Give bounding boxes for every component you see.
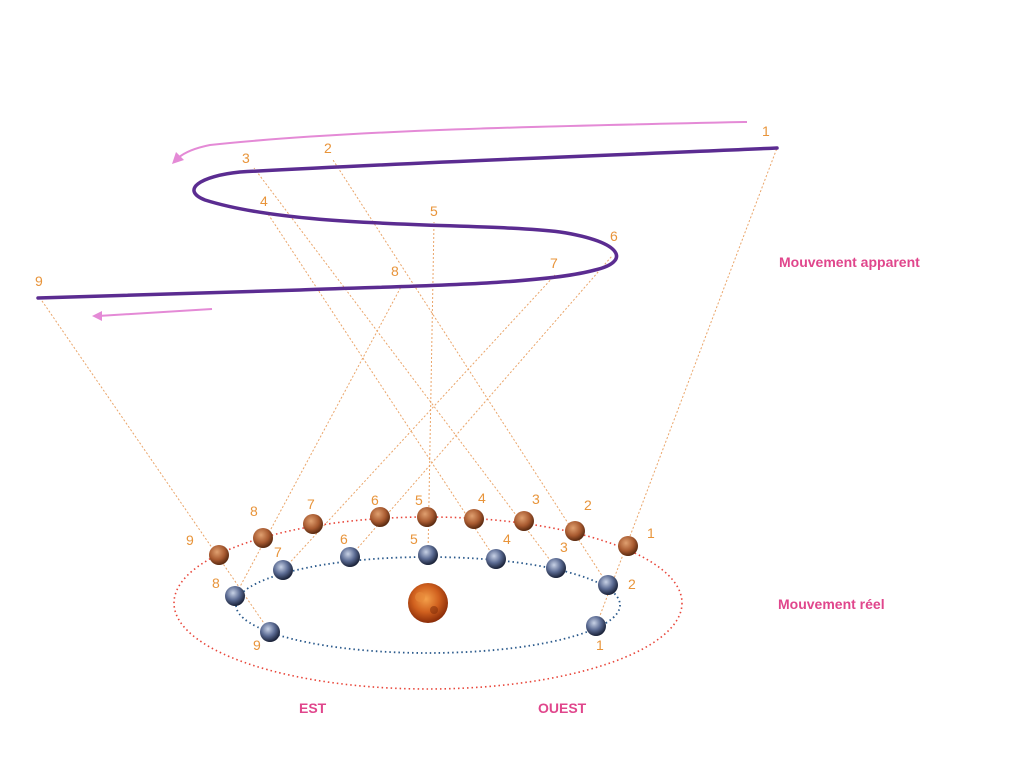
sun bbox=[408, 583, 448, 623]
east-label: EST bbox=[299, 700, 327, 716]
apparent-motion-caption: Mouvement apparent bbox=[779, 254, 920, 270]
sight-line-5 bbox=[427, 221, 435, 556]
sight-line-7 bbox=[282, 274, 556, 571]
apparent-label-5: 5 bbox=[430, 203, 438, 219]
mars-7 bbox=[303, 514, 323, 534]
mars-position-labels: 1 2 3 4 5 6 7 8 9 bbox=[186, 490, 655, 548]
apparent-label-4: 4 bbox=[260, 193, 268, 209]
earth-label-8: 8 bbox=[212, 575, 220, 591]
apparent-label-7: 7 bbox=[550, 255, 558, 271]
earth-label-5: 5 bbox=[410, 531, 418, 547]
apparent-motion-path bbox=[36, 146, 779, 300]
mars-3 bbox=[514, 511, 534, 531]
earth-label-4: 4 bbox=[503, 531, 511, 547]
earth-label-3: 3 bbox=[560, 539, 568, 555]
apparent-position-labels: 1 2 3 4 5 6 7 8 9 bbox=[35, 123, 770, 289]
mars-label-5: 5 bbox=[415, 492, 423, 508]
earth-position-labels: 1 2 3 4 5 6 7 8 9 bbox=[212, 531, 636, 653]
mars-5 bbox=[417, 507, 437, 527]
sight-line-9 bbox=[39, 297, 271, 633]
apparent-label-3: 3 bbox=[242, 150, 250, 166]
mars-positions bbox=[209, 507, 638, 565]
apparent-label-9: 9 bbox=[35, 273, 43, 289]
mars-2 bbox=[565, 521, 585, 541]
earth-8 bbox=[225, 586, 245, 606]
upper-arrowhead bbox=[172, 152, 184, 164]
mars-8 bbox=[253, 528, 273, 548]
earth-5 bbox=[418, 545, 438, 565]
lower-arrowhead bbox=[92, 311, 102, 321]
earth-2 bbox=[598, 575, 618, 595]
earth-7 bbox=[273, 560, 293, 580]
mars-orbit bbox=[173, 516, 683, 690]
real-motion-caption: Mouvement réel bbox=[778, 596, 885, 612]
mars-1 bbox=[618, 536, 638, 556]
apparent-direction-arrows bbox=[92, 121, 748, 321]
earth-1 bbox=[586, 616, 606, 636]
mars-label-8: 8 bbox=[250, 503, 258, 519]
mars-9 bbox=[209, 545, 229, 565]
mars-6 bbox=[370, 507, 390, 527]
earth-label-9: 9 bbox=[253, 637, 261, 653]
earth-label-6: 6 bbox=[340, 531, 348, 547]
upper-arrow bbox=[177, 121, 748, 159]
west-label: OUEST bbox=[538, 700, 587, 716]
mars-label-9: 9 bbox=[186, 532, 194, 548]
sight-lines bbox=[39, 147, 778, 633]
mars-label-3: 3 bbox=[532, 491, 540, 507]
apparent-label-6: 6 bbox=[610, 228, 618, 244]
earth-9 bbox=[260, 622, 280, 642]
mars-label-2: 2 bbox=[584, 497, 592, 513]
earth-label-7: 7 bbox=[274, 544, 282, 560]
sight-line-3 bbox=[253, 167, 557, 569]
apparent-label-2: 2 bbox=[324, 140, 332, 156]
sight-line-6 bbox=[349, 255, 613, 558]
earth-4 bbox=[486, 549, 506, 569]
lower-arrow bbox=[97, 308, 213, 317]
earth-3 bbox=[546, 558, 566, 578]
sight-line-8 bbox=[234, 284, 403, 597]
earth-positions bbox=[225, 545, 618, 642]
mars-label-4: 4 bbox=[478, 490, 486, 506]
mars-label-1: 1 bbox=[647, 525, 655, 541]
mars-label-6: 6 bbox=[371, 492, 379, 508]
apparent-label-8: 8 bbox=[391, 263, 399, 279]
earth-label-2: 2 bbox=[628, 576, 636, 592]
earth-6 bbox=[340, 547, 360, 567]
earth-label-1: 1 bbox=[596, 637, 604, 653]
mars-label-7: 7 bbox=[307, 496, 315, 512]
sight-line-2 bbox=[332, 159, 609, 586]
apparent-label-1: 1 bbox=[762, 123, 770, 139]
sight-line-4 bbox=[267, 213, 497, 561]
mars-4 bbox=[464, 509, 484, 529]
